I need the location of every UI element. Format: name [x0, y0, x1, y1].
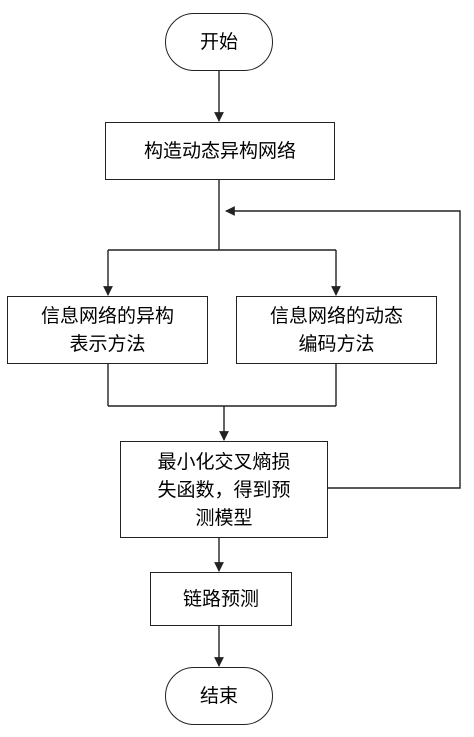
dynamic-encoding-step: 信息网络的动态 编码方法	[236, 296, 437, 364]
hetero-label-line-2: 表示方法	[69, 333, 146, 355]
end-label: 结束	[199, 685, 238, 707]
loss-label-line-1: 最小化交叉熵损	[157, 450, 291, 473]
feedback-loop-line	[225, 206, 461, 489]
dynamic-label-line-1: 信息网络的动态	[269, 305, 403, 327]
start-label: 开始	[199, 31, 238, 53]
start-terminal: 开始	[165, 13, 273, 71]
minimize-loss-step: 最小化交叉熵损 失函数，得到预 测模型	[120, 441, 328, 538]
hetero-label-line-1: 信息网络的异构	[40, 305, 174, 327]
end-terminal: 结束	[165, 667, 273, 725]
dynamic-label-line-2: 编码方法	[298, 333, 375, 355]
build-network-label: 构造动态异构网络	[143, 140, 296, 162]
link-prediction-label: 链路预测	[182, 588, 259, 610]
link-prediction-step: 链路预测	[150, 572, 292, 626]
loss-label-line-2: 失函数，得到预	[157, 478, 291, 501]
build-network-step: 构造动态异构网络	[105, 122, 335, 180]
loss-label-line-3: 测模型	[195, 506, 253, 529]
heterogeneous-representation-step: 信息网络的异构 表示方法	[7, 296, 208, 364]
